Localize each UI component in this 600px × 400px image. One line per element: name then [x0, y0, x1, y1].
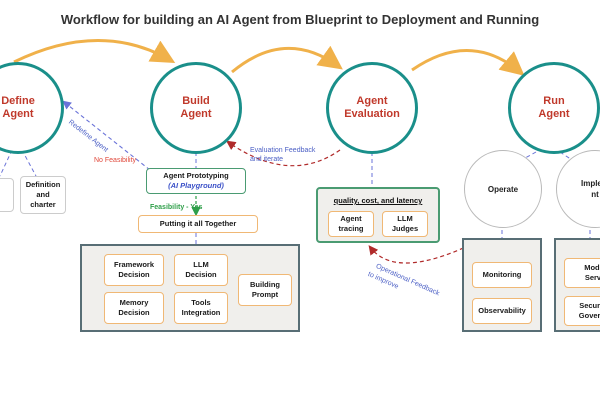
feasibility-yes-label: Feasibility - Yes	[150, 204, 203, 211]
llm-label: LLM Decision	[185, 260, 217, 279]
framework-label: Framework Decision	[113, 260, 155, 279]
operate-label: Operate	[487, 184, 519, 194]
flow-arrow-eval-run	[411, 49, 525, 76]
playground-label: (AI Playground)	[168, 181, 224, 190]
prototyping-label: Agent Prototyping	[163, 171, 229, 180]
tools-integration-card[interactable]: Tools Integration	[174, 292, 228, 324]
flow-arrow-define-build	[13, 39, 176, 64]
diagram-title: Workflow for building an AI Agent from B…	[60, 12, 540, 27]
tools-label: Tools Integration	[181, 298, 221, 317]
quality-cost-latency-label: quality, cost, and latency	[333, 196, 423, 205]
agent-prototyping-card[interactable]: Agent Prototyping (AI Playground)	[146, 168, 246, 194]
memory-label: Memory Decision	[118, 298, 150, 317]
stage-evaluation-label: Agent Evaluation	[344, 95, 400, 120]
stage-run-label: Run Agent	[538, 95, 570, 120]
stage-define-label: Define Agent	[1, 95, 35, 120]
define-to-cards	[0, 149, 13, 177]
tracing-label: Agent tracing	[338, 214, 364, 233]
llm-judges-card[interactable]: LLM Judges	[382, 211, 428, 237]
observability-card[interactable]: Observability	[472, 298, 532, 324]
model-serving-card[interactable]: Mode Servi	[564, 258, 600, 288]
operate-panel: Monitoring Observability	[462, 238, 542, 332]
security-label: Security Governa	[578, 301, 600, 320]
no-feasibility-label: No Feasibility	[94, 157, 137, 164]
stage-build-label: Build Agent	[180, 95, 212, 120]
agent-tracing-card[interactable]: Agent tracing	[328, 211, 374, 237]
build-decisions-panel: Framework Decision LLM Decision Memory D…	[80, 244, 300, 332]
define-to-charter	[21, 149, 37, 177]
model-serving-label: Mode Servi	[584, 263, 600, 282]
security-governance-card[interactable]: Security Governa	[564, 296, 600, 326]
prompt-label: Building Prompt	[250, 280, 280, 299]
implement-label: Implem nt	[580, 179, 600, 199]
monitoring-label: Monitoring	[482, 270, 522, 279]
monitoring-card[interactable]: Monitoring	[472, 262, 532, 288]
evaluation-feedback-label-1: Evaluation Feedback	[250, 147, 316, 154]
implement-panel: Mode Servi Security Governa	[554, 238, 600, 332]
define-cutoff-card[interactable]	[0, 178, 14, 212]
operate-circle[interactable]: Operate	[464, 150, 542, 228]
judges-label: LLM Judges	[391, 214, 419, 233]
flow-arrow-build-eval	[231, 45, 343, 74]
evaluation-panel: quality, cost, and latency Agent tracing…	[316, 187, 440, 243]
stage-run-agent[interactable]: Run Agent	[508, 62, 600, 154]
redefine-arrow	[62, 100, 151, 171]
putting-together-card[interactable]: Putting it all Together	[138, 215, 258, 233]
stage-build-agent[interactable]: Build Agent	[150, 62, 242, 154]
feedback-arrow-eval-build	[226, 140, 341, 167]
feedback-arrow-run-eval	[368, 244, 471, 264]
observability-label: Observability	[478, 306, 526, 315]
putting-together-label: Putting it all Together	[159, 219, 237, 228]
definition-charter-label: Definition and charter	[25, 180, 61, 209]
llm-decision-card[interactable]: LLM Decision	[174, 254, 228, 286]
stage-agent-evaluation[interactable]: Agent Evaluation	[326, 62, 418, 154]
definition-charter-card[interactable]: Definition and charter	[20, 176, 66, 214]
evaluation-feedback-label-2: and iterate	[250, 156, 284, 163]
building-prompt-card[interactable]: Building Prompt	[238, 274, 292, 306]
memory-decision-card[interactable]: Memory Decision	[104, 292, 164, 324]
framework-decision-card[interactable]: Framework Decision	[104, 254, 164, 286]
